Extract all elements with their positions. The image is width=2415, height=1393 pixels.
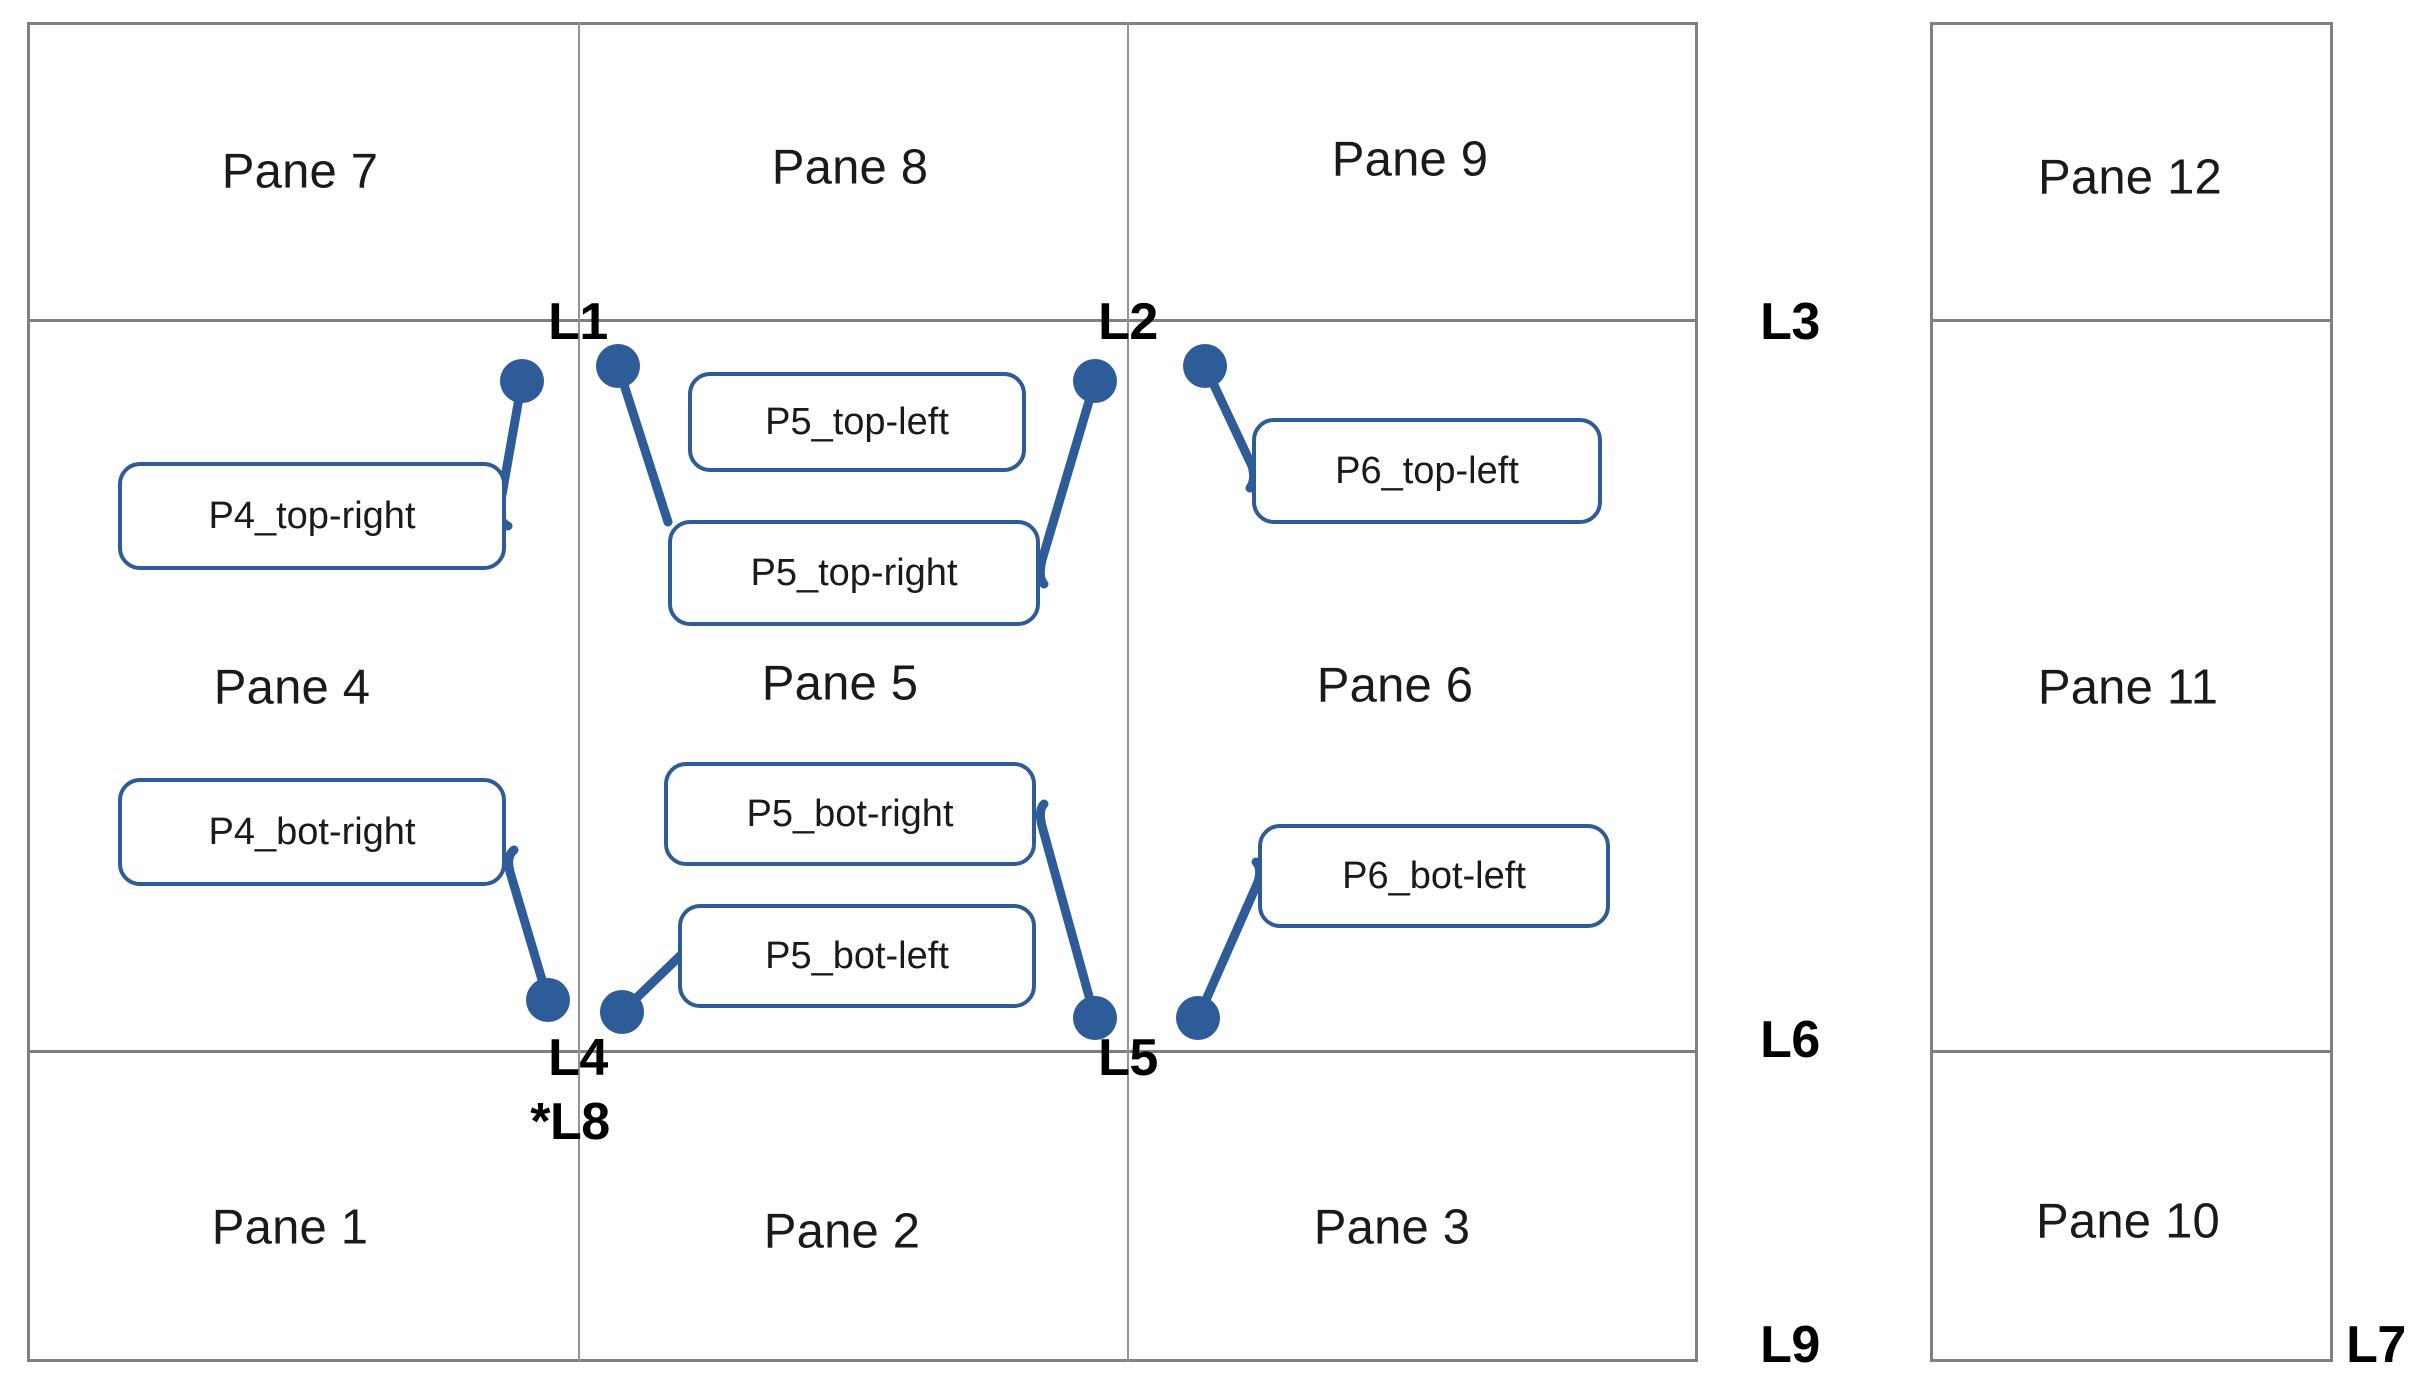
line-label-L6: L6 bbox=[1760, 1011, 1820, 1069]
side-grid-top-border bbox=[1930, 22, 2333, 25]
pane-label-pane-7: Pane 7 bbox=[221, 144, 379, 199]
side-grid-divider-bottom bbox=[1930, 1050, 2333, 1053]
pane-label-pane-5: Pane 5 bbox=[761, 656, 919, 711]
pane-label-pane-11: Pane 11 bbox=[2037, 660, 2219, 715]
line-label-L8: *L8 bbox=[530, 1093, 610, 1151]
main-grid-left-border bbox=[27, 22, 30, 1362]
callout-p5-top-left[interactable]: P5_top-left bbox=[688, 372, 1026, 472]
leader-p5-top-left bbox=[596, 344, 673, 527]
callout-p5-top-right[interactable]: P5_top-right bbox=[668, 520, 1040, 626]
side-grid-right-border bbox=[2330, 22, 2333, 1362]
main-grid-top-border bbox=[27, 22, 1698, 25]
pane-label-pane-6: Pane 6 bbox=[1316, 658, 1474, 713]
callout-p4-top-right[interactable]: P4_top-right bbox=[118, 462, 506, 570]
callout-p6-bot-left[interactable]: P6_bot-left bbox=[1258, 824, 1610, 928]
line-label-L9: L9 bbox=[1760, 1316, 1820, 1374]
leader-p5-bot-left bbox=[600, 933, 695, 1034]
pane-label-pane-3: Pane 3 bbox=[1313, 1200, 1471, 1255]
main-grid-right-border bbox=[1695, 22, 1698, 1362]
main-grid-divider-left-column bbox=[578, 22, 580, 1362]
side-grid-bottom-border bbox=[1930, 1359, 2333, 1362]
side-grid-divider-top bbox=[1930, 319, 2333, 322]
leader-p5-bot-right bbox=[1035, 799, 1117, 1040]
leader-p5-top-right bbox=[1035, 359, 1117, 589]
line-label-L3: L3 bbox=[1760, 293, 1820, 351]
pane-label-pane-9: Pane 9 bbox=[1331, 132, 1489, 187]
callout-p5-bot-right[interactable]: P5_bot-right bbox=[664, 762, 1036, 866]
side-grid-left-border bbox=[1930, 22, 1933, 1362]
pane-label-pane-2: Pane 2 bbox=[763, 1204, 921, 1259]
pane-label-pane-4: Pane 4 bbox=[213, 660, 371, 715]
main-grid-divider-L3 bbox=[27, 319, 1698, 322]
leader-p4-top-right bbox=[495, 359, 544, 531]
main-grid-divider-L6 bbox=[27, 1050, 1698, 1053]
callout-p5-bot-left[interactable]: P5_bot-left bbox=[678, 904, 1036, 1008]
pane-label-pane-8: Pane 8 bbox=[771, 140, 929, 195]
pane-label-pane-12: Pane 12 bbox=[2038, 150, 2222, 205]
line-label-L7: L7 bbox=[2346, 1316, 2406, 1374]
callout-p6-top-left[interactable]: P6_top-left bbox=[1252, 418, 1602, 524]
callout-p4-bot-right[interactable]: P4_bot-right bbox=[118, 778, 506, 886]
leader-p4-bot-right bbox=[504, 845, 570, 1022]
pane-label-pane-10: Pane 10 bbox=[2036, 1194, 2220, 1249]
main-grid-bottom-border bbox=[27, 1359, 1698, 1362]
leader-p6-top-left bbox=[1183, 344, 1259, 493]
pane-label-pane-1: Pane 1 bbox=[211, 1200, 369, 1255]
leader-p6-bot-left bbox=[1176, 857, 1265, 1040]
main-grid-divider-right-column bbox=[1127, 22, 1129, 1362]
